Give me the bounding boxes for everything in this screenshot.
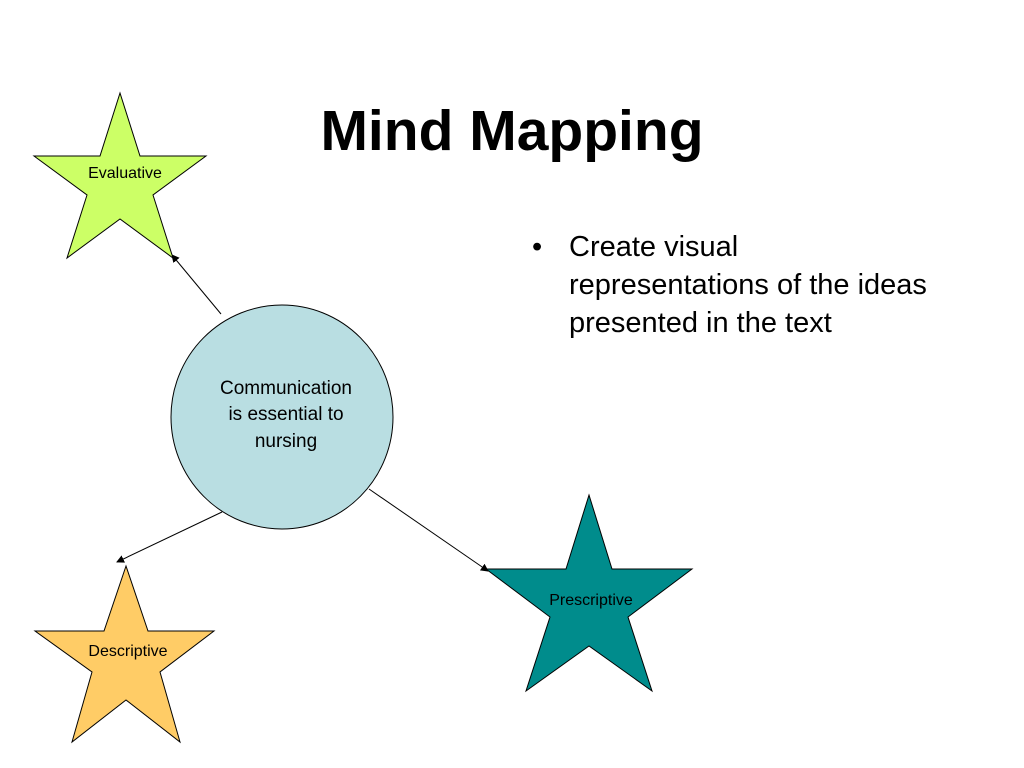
bullet-list: • Create visual representations of the i… [532, 228, 932, 342]
connector-evaluative [171, 254, 222, 315]
star-prescriptive-label: Prescriptive [549, 592, 633, 609]
center-node-line-3: nursing [255, 431, 317, 452]
slide-title: Mind Mapping [320, 99, 704, 163]
center-node-line-1: Communication [220, 378, 352, 399]
center-node-line-2: is essential to [228, 404, 343, 425]
connector-descriptive [116, 511, 223, 563]
center-node-circle [170, 304, 394, 530]
star-descriptive [33, 564, 216, 744]
bullet-text: Create visual representations of the ide… [569, 231, 927, 339]
connector-prescriptive [368, 488, 489, 572]
bullet-dot: • [532, 231, 543, 263]
star-evaluative [32, 91, 208, 260]
star-descriptive-label: Descriptive [88, 643, 167, 660]
bullet-item: • Create visual representations of the i… [532, 228, 932, 342]
star-evaluative-label: Evaluative [88, 165, 162, 182]
star-prescriptive [484, 493, 694, 693]
